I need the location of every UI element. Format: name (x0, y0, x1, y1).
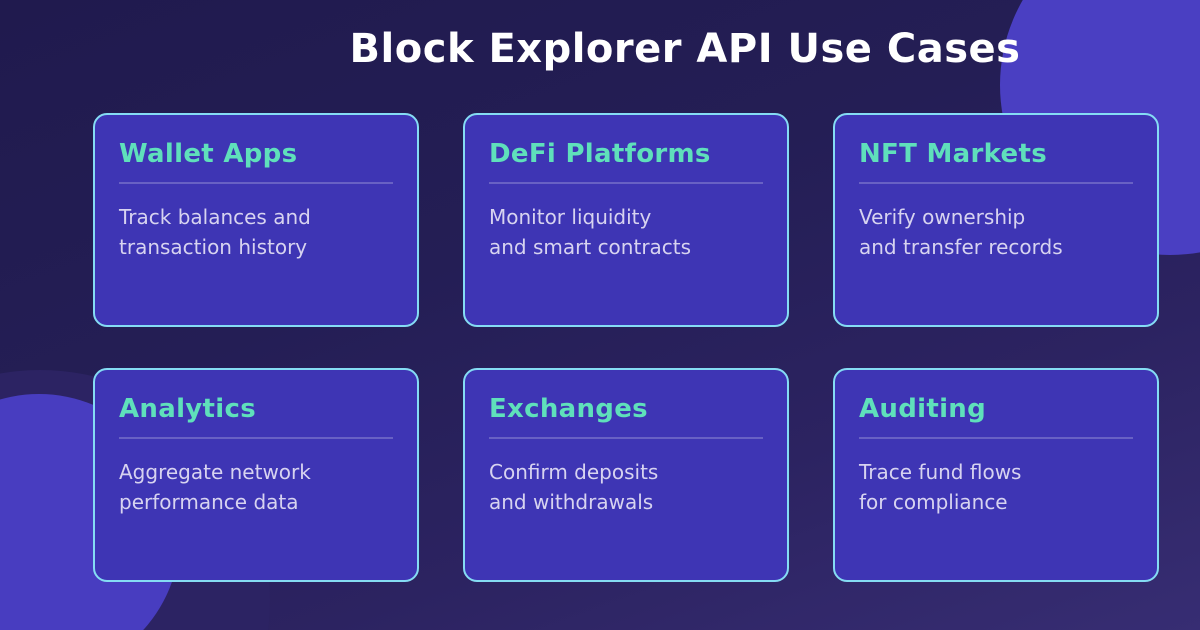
card-description: Trace fund flows for compliance (859, 460, 1022, 514)
card-divider (489, 437, 763, 439)
card-exchanges: Exchanges Confirm deposits and withdrawa… (463, 368, 789, 582)
card-nft-markets: NFT Markets Verify ownership and transfe… (833, 113, 1159, 327)
card-title: NFT Markets (859, 139, 1047, 169)
card-title: Exchanges (489, 394, 648, 424)
card-description: Aggregate network performance data (119, 460, 311, 514)
card-wallet-apps: Wallet Apps Track balances and transacti… (93, 113, 419, 327)
card-title: Analytics (119, 394, 256, 424)
card-divider (119, 437, 393, 439)
card-title: DeFi Platforms (489, 139, 711, 169)
card-divider (859, 437, 1133, 439)
card-divider (119, 182, 393, 184)
card-analytics: Analytics Aggregate network performance … (93, 368, 419, 582)
card-description: Track balances and transaction history (119, 205, 311, 259)
card-description: Confirm deposits and withdrawals (489, 460, 659, 514)
page-title: Block Explorer API Use Cases (349, 26, 1021, 72)
card-divider (489, 182, 763, 184)
card-description: Verify ownership and transfer records (859, 205, 1063, 259)
card-divider (859, 182, 1133, 184)
card-title: Auditing (859, 394, 987, 424)
card-defi-platforms: DeFi Platforms Monitor liquidity and sma… (463, 113, 789, 327)
card-auditing: Auditing Trace fund flows for compliance (833, 368, 1159, 582)
card-description: Monitor liquidity and smart contracts (489, 205, 692, 259)
use-case-grid: Wallet Apps Track balances and transacti… (93, 113, 1159, 582)
card-title: Wallet Apps (119, 139, 298, 169)
